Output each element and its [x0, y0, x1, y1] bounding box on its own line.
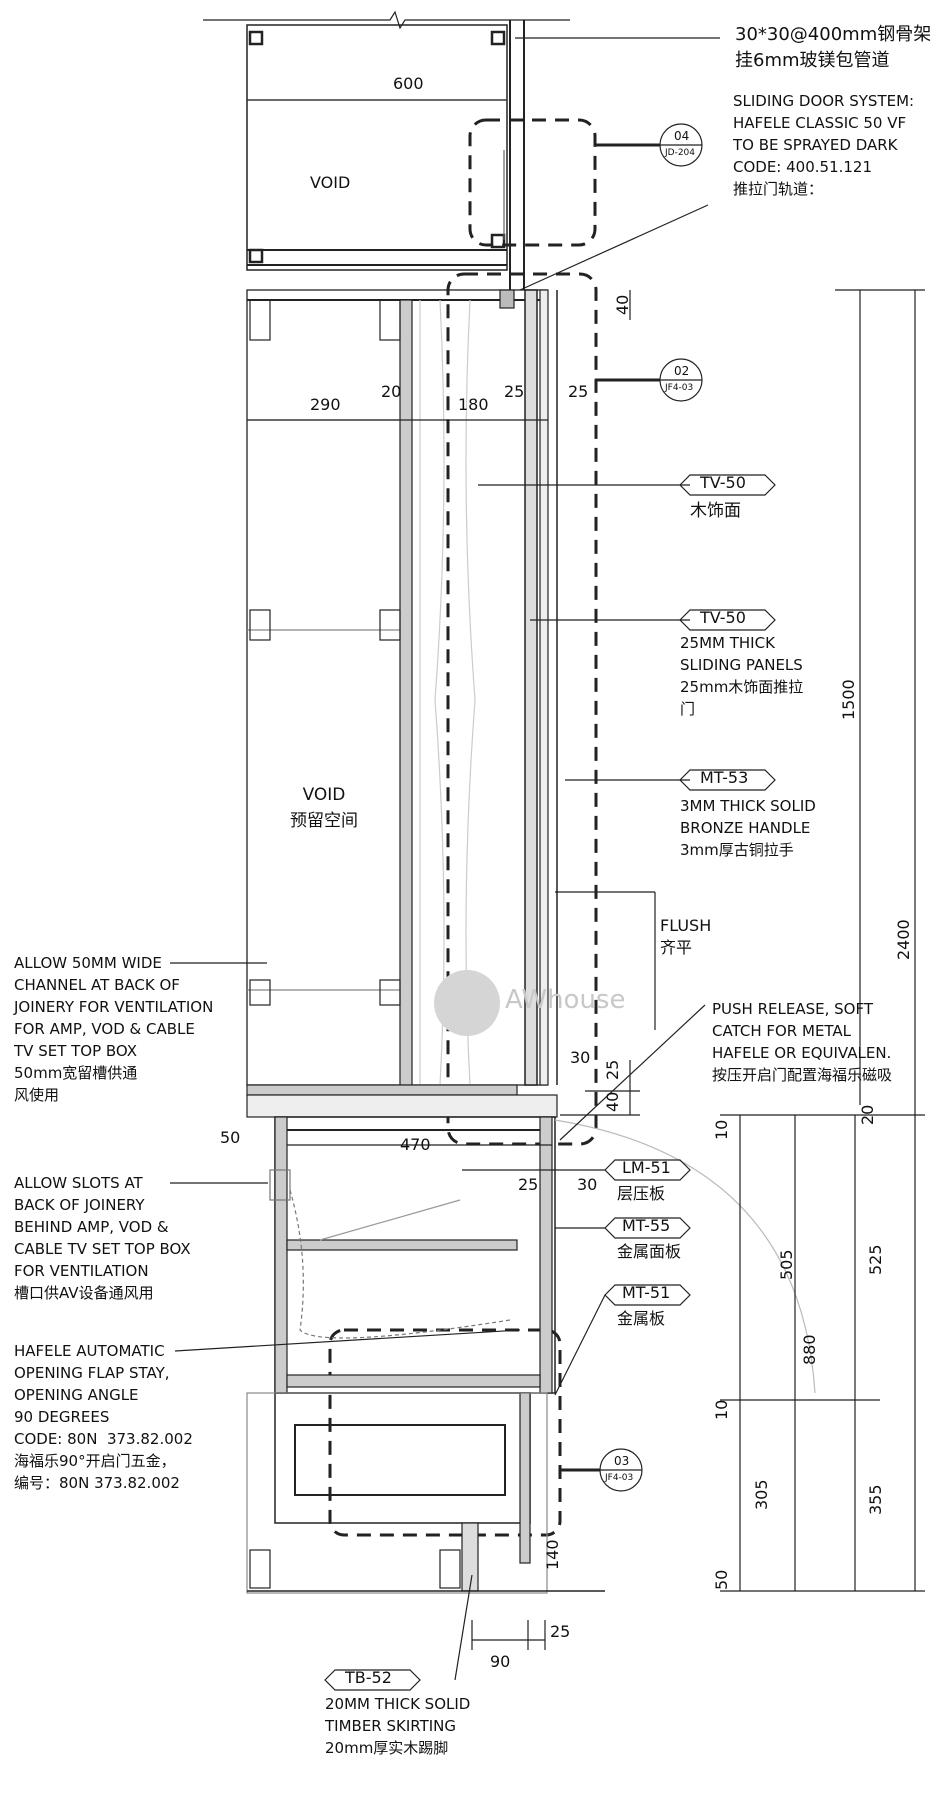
- dim-525: 525: [866, 1244, 885, 1275]
- tag-tv50-a-label: TV-50: [700, 473, 746, 492]
- lower-cabinet: [274, 1116, 556, 1394]
- dim-290: 290: [310, 395, 341, 414]
- note-mt51: 金属板: [617, 1309, 666, 1328]
- dim-20: 20: [381, 382, 402, 401]
- dim-50-b: 50: [712, 1569, 731, 1590]
- note-sliding-door-system: SLIDING DOOR SYSTEM: HAFELE CLASSIC 50 V…: [733, 92, 915, 198]
- note-mt55: 金属面板: [617, 1242, 682, 1261]
- dim-180: 180: [458, 395, 489, 414]
- tag-tb52-label: TB-52: [345, 1668, 392, 1687]
- bubble-02-number: 02: [674, 364, 690, 378]
- tag-mt53: [679, 769, 776, 791]
- dim-10-a: 10: [712, 1119, 731, 1140]
- dim-880: 880: [800, 1334, 819, 1365]
- dim-140: 140: [543, 1539, 562, 1570]
- top-break-line: [203, 10, 570, 30]
- bubble-03-sheet: JF4-03: [605, 1473, 634, 1483]
- dim-40-b: 40: [603, 1091, 622, 1112]
- note-mt53: 3MM THICK SOLID BRONZE HANDLE 3mm厚古铜拉手: [680, 797, 816, 859]
- dim-20-b: 20: [858, 1104, 877, 1125]
- note-push-release: PUSH RELEASE, SOFT CATCH FOR METAL HAFEL…: [712, 1000, 893, 1084]
- dim-25-a: 25: [504, 382, 525, 401]
- note-ventilation-slots: ALLOW SLOTS AT BACK OF JOINERY BEHIND AM…: [14, 1174, 191, 1302]
- label-void-top: VOID: [310, 173, 351, 192]
- lower-drawer: [274, 1392, 531, 1524]
- dim-50: 50: [220, 1128, 241, 1147]
- note-tv50-a: 木饰面: [690, 501, 741, 521]
- note-flap-stay: HAFELE AUTOMATIC OPENING FLAP STAY, OPEN…: [14, 1342, 193, 1492]
- note-ventilation-channel: ALLOW 50MM WIDE CHANNEL AT BACK OF JOINE…: [14, 954, 214, 1104]
- sliding-panel: [524, 289, 538, 1086]
- dim-505: 505: [777, 1249, 796, 1280]
- tag-lm51-label: LM-51: [622, 1158, 671, 1177]
- detail-box-04: [468, 118, 597, 247]
- detail-box-02: [446, 272, 598, 1146]
- tag-mt51: [604, 1284, 691, 1306]
- bubble-02-sheet: JF4-03: [665, 383, 694, 393]
- counter-shelf: [246, 1084, 518, 1096]
- dim-1500: 1500: [839, 679, 858, 720]
- note-lm51: 层压板: [617, 1184, 666, 1203]
- dim-40-a: 40: [613, 294, 632, 315]
- dim-30-b: 30: [577, 1175, 598, 1194]
- upper-void-frame: [246, 24, 508, 271]
- tag-mt55: [604, 1217, 691, 1239]
- tag-mt53-label: MT-53: [700, 768, 749, 787]
- tall-cabinet-outline: [246, 289, 548, 1086]
- dim-600: 600: [393, 74, 424, 93]
- watermark-logo: [434, 970, 500, 1036]
- tag-tv50-b-label: TV-50: [700, 608, 746, 627]
- label-void-middle: VOID 预留空间: [290, 785, 358, 831]
- door-swing-arc: [554, 1119, 816, 1394]
- dim-25-b: 25: [568, 382, 589, 401]
- watermark-text: AWhouse: [505, 985, 626, 1015]
- bubble-03-number: 03: [614, 1454, 630, 1468]
- timber-skirting: [461, 1522, 479, 1592]
- dim-25-d: 25: [518, 1175, 539, 1194]
- note-tb52: 20MM THICK SOLID TIMBER SKIRTING 20mm厚实木…: [325, 1695, 471, 1757]
- bubble-04-number: 04: [674, 129, 690, 143]
- dim-90: 90: [490, 1652, 511, 1671]
- dim-25-e: 25: [550, 1622, 571, 1641]
- dim-25-c: 25: [603, 1059, 622, 1080]
- tag-mt51-label: MT-51: [622, 1283, 671, 1302]
- dim-355: 355: [866, 1484, 885, 1515]
- tag-tv50-b: [679, 609, 776, 631]
- dim-30-a: 30: [570, 1048, 591, 1067]
- tag-mt55-label: MT-55: [622, 1216, 671, 1235]
- dim-305: 305: [752, 1479, 771, 1510]
- note-tv50-b: 25MM THICK SLIDING PANELS 25mm木饰面推拉 门: [680, 634, 804, 718]
- tag-tv50-a: [679, 474, 776, 496]
- dim-10-b: 10: [712, 1399, 731, 1420]
- bubble-04-sheet: JD-204: [665, 148, 696, 158]
- tag-lm51: [604, 1159, 691, 1181]
- note-flush: FLUSH 齐平: [660, 916, 712, 957]
- dim-470: 470: [400, 1135, 431, 1154]
- note-steel-frame: 30*30@400mm钢骨架 挂6mm玻镁包管道: [735, 24, 932, 71]
- dim-2400: 2400: [894, 919, 913, 960]
- tag-tb52: [324, 1669, 421, 1691]
